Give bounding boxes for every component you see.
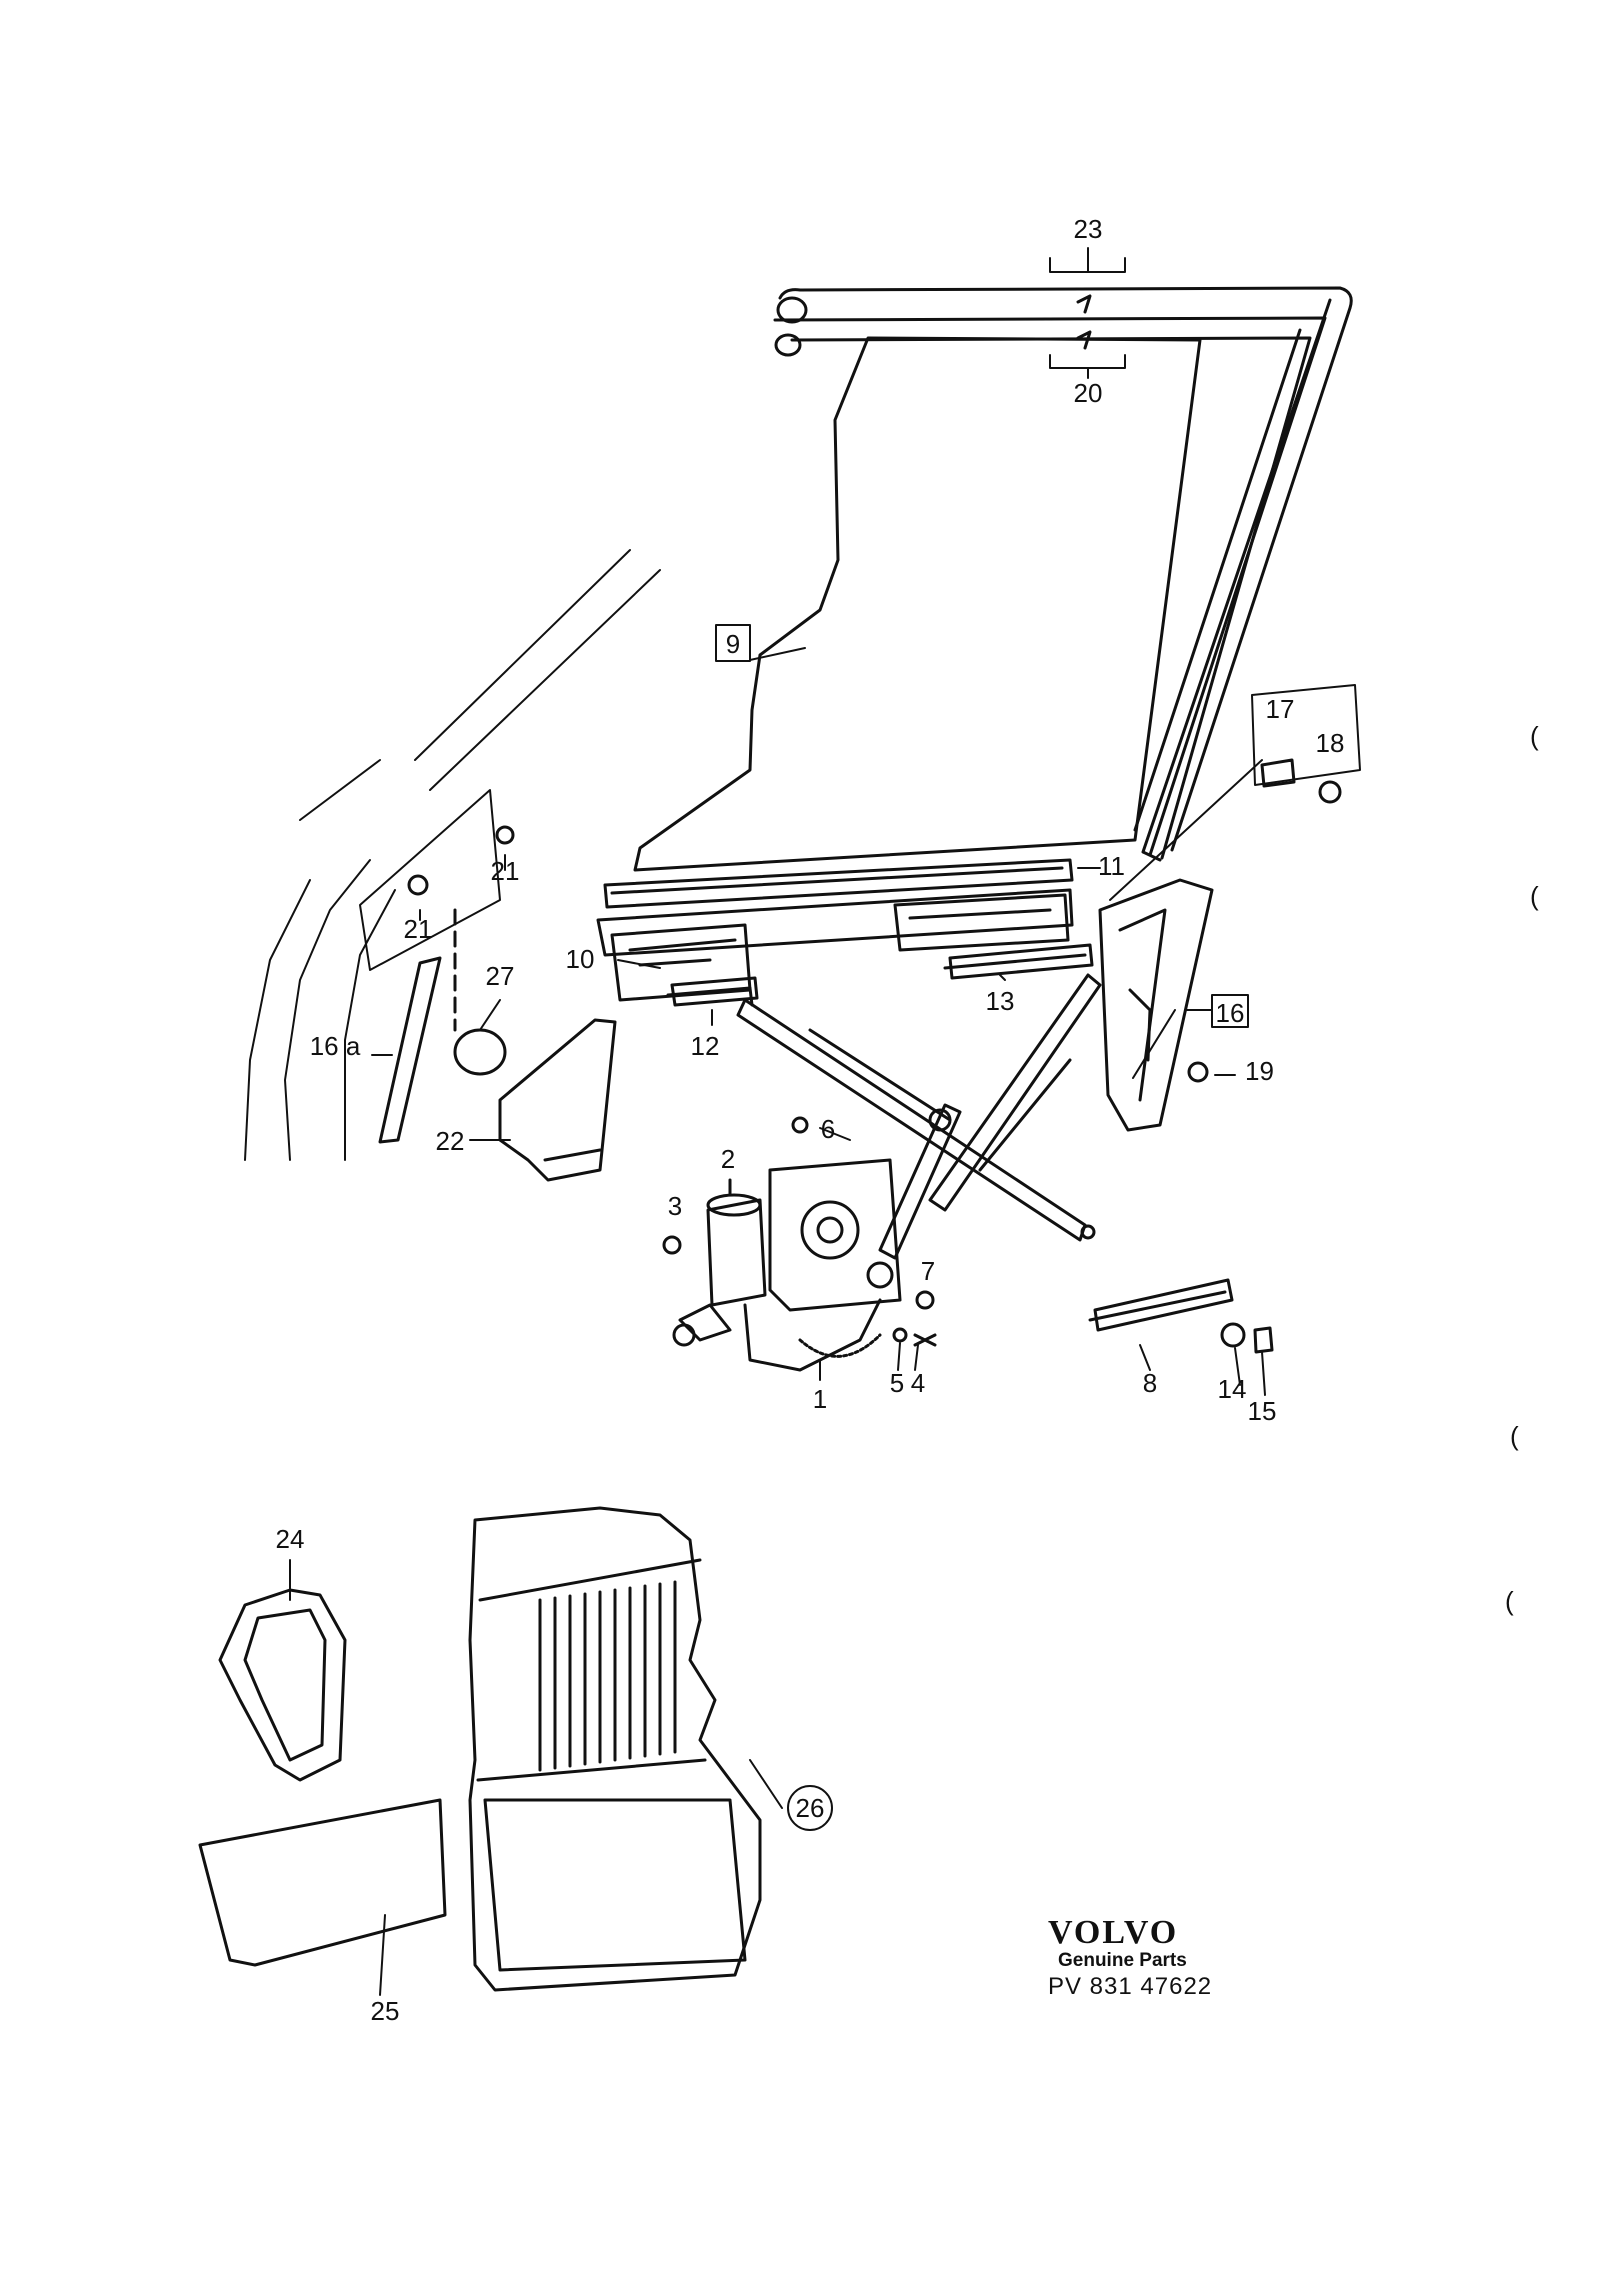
callout-19: 19 <box>1245 1056 1274 1086</box>
slide-8 <box>1088 1278 1234 1332</box>
frame-9 <box>715 624 751 662</box>
callout-7: 7 <box>921 1256 935 1286</box>
window-channel-frame <box>773 286 1353 862</box>
callout-13: 13 <box>986 986 1015 1016</box>
callout-20: 20 <box>1074 378 1103 408</box>
fasteners <box>407 825 1274 1354</box>
door-plug <box>453 908 507 1076</box>
margin-mark-3: ( <box>1510 1421 1519 1451</box>
nut-7 <box>915 1290 935 1310</box>
callout-1: 1 <box>813 1384 827 1414</box>
callout-4: 4 <box>911 1368 925 1398</box>
callout-6: 6 <box>821 1114 835 1144</box>
door-trim-panel <box>468 1506 762 1992</box>
scissor-arms <box>736 973 1102 1260</box>
callout-22: 22 <box>436 1126 465 1156</box>
part-number: PV 831 47622 <box>1048 1973 1212 2000</box>
callout-25: 25 <box>371 1996 400 2026</box>
bolt-21a <box>495 825 515 845</box>
corner-cover-22 <box>498 1018 617 1182</box>
margin-marks: ( ( ( ( <box>1505 721 1539 1616</box>
callout-18: 18 <box>1316 728 1345 758</box>
callout-27: 27 <box>486 961 515 991</box>
callout-9: 9 <box>726 629 740 659</box>
washer-14 <box>1220 1322 1246 1348</box>
margin-mark-4: ( <box>1505 1586 1514 1616</box>
callout-5: 5 <box>890 1368 904 1398</box>
callout-21-b: 21 <box>404 914 433 944</box>
door-seal-16a <box>378 956 442 1144</box>
callout-26: 26 <box>796 1793 825 1823</box>
callout-11: 11 <box>1098 851 1125 881</box>
callout-21-a: 21 <box>491 856 520 886</box>
clip-6 <box>791 1116 809 1134</box>
lift-bracket-13 <box>893 893 1070 952</box>
callout-frames <box>715 624 1249 1831</box>
washer-5 <box>892 1327 908 1343</box>
callout-15: 15 <box>1248 1396 1277 1426</box>
callout-16a: 16 a <box>310 1031 361 1061</box>
frame-16 <box>1211 994 1249 1028</box>
inset-clip-detail <box>1109 684 1361 901</box>
regulator-motor <box>672 1158 902 1372</box>
callout-14: 14 <box>1218 1374 1247 1404</box>
callout-17: 17 <box>1266 694 1295 724</box>
callout-12: 12 <box>691 1031 720 1061</box>
window-glass <box>633 336 1202 872</box>
leader-lines <box>289 247 1266 1996</box>
front-window-rail <box>1098 878 1214 1132</box>
window-rail <box>603 858 1074 909</box>
slide-13 <box>943 943 1094 980</box>
armrest-handle-24 <box>218 1588 347 1782</box>
sound-insulation-25 <box>198 1798 447 1967</box>
margin-mark-2: ( <box>1530 881 1539 911</box>
callout-10: 10 <box>566 944 595 974</box>
bolt-21b <box>407 874 429 896</box>
callout-8: 8 <box>1143 1368 1157 1398</box>
callout-16: 16 <box>1216 998 1245 1028</box>
nut-15 <box>1253 1326 1274 1354</box>
brand-subtitle: Genuine Parts <box>1058 1950 1187 1971</box>
callout-labels: 23 20 9 17 18 21 21 11 10 13 16 27 16 a … <box>276 214 1345 2026</box>
callout-24: 24 <box>276 1524 305 1554</box>
brand-logo: VOLVO <box>1048 1914 1178 1951</box>
slide-12 <box>666 976 759 1007</box>
callout-3: 3 <box>668 1191 682 1221</box>
screw-19 <box>1187 1061 1209 1083</box>
callout-2: 2 <box>721 1144 735 1174</box>
brand-block: VOLVO Genuine Parts PV 831 47622 <box>1048 1914 1212 2000</box>
door-body-outline <box>244 549 661 1161</box>
frame-26 <box>787 1785 833 1831</box>
callout-23: 23 <box>1074 214 1103 244</box>
bolt-4 <box>913 1333 937 1347</box>
screw-3 <box>662 1235 682 1255</box>
margin-mark-1: ( <box>1530 721 1539 751</box>
